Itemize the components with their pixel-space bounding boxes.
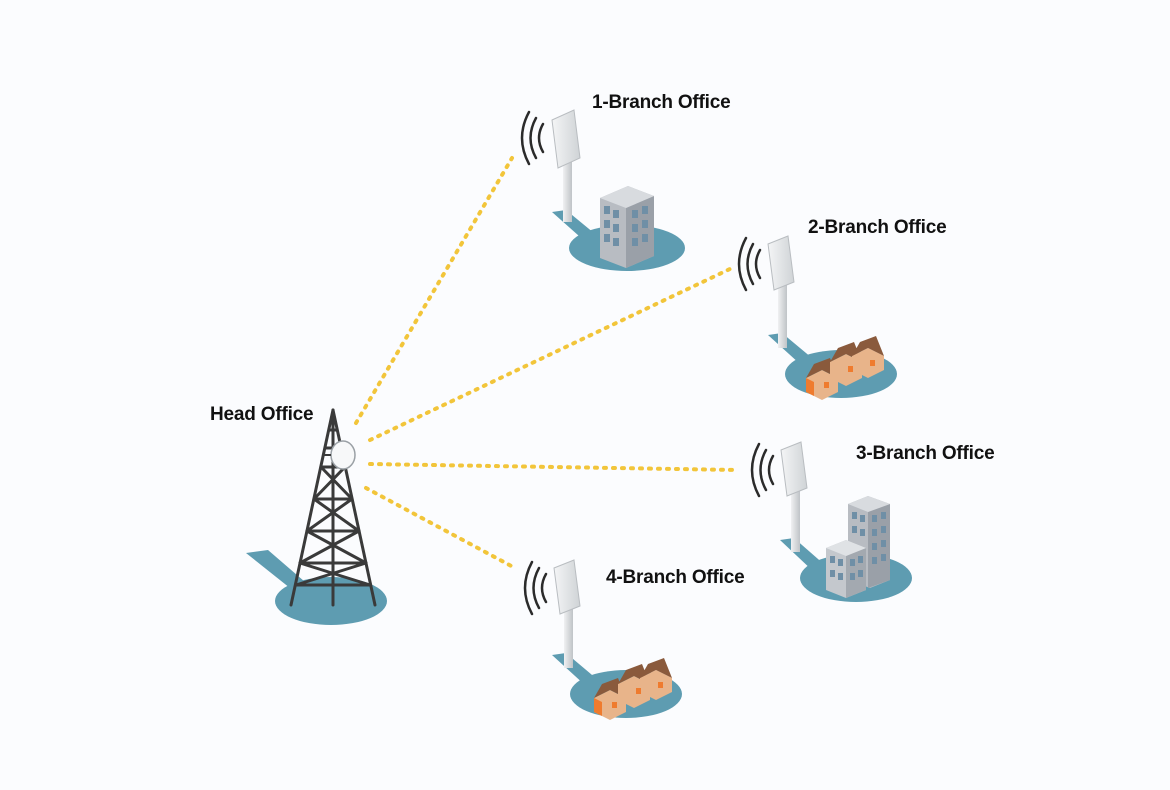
ground-disc — [275, 577, 387, 625]
branch-office-2-site — [737, 235, 897, 400]
head-office-label: Head Office — [210, 404, 314, 425]
panel-antenna-icon — [553, 559, 581, 615]
branch-office-4-site — [523, 559, 682, 720]
link-branch-1 — [354, 156, 514, 425]
office-buildings-icon — [826, 496, 890, 598]
dish-antenna-icon — [322, 440, 356, 470]
head-office-site — [246, 408, 387, 625]
panel-antenna-icon — [780, 441, 808, 497]
wifi-signal-icon — [520, 110, 545, 166]
link-branch-4 — [364, 486, 517, 570]
branch-office-3-label: 3-Branch Office — [856, 443, 995, 464]
wifi-signal-icon — [737, 236, 762, 292]
branch-office-3-site — [750, 441, 912, 602]
panel-antenna-icon — [551, 109, 581, 169]
houses-icon — [594, 658, 672, 720]
mast — [563, 158, 572, 222]
branch-office-2-label: 2-Branch Office — [808, 217, 947, 238]
mast — [564, 606, 573, 668]
branch-office-4-label: 4-Branch Office — [606, 567, 745, 588]
office-building-icon — [600, 186, 654, 268]
panel-antenna-icon — [767, 235, 795, 291]
wireless-links — [354, 156, 740, 570]
link-branch-3 — [368, 462, 740, 472]
link-branch-2 — [368, 266, 734, 442]
mast — [778, 282, 787, 348]
houses-icon — [806, 336, 884, 400]
radio-tower-icon — [289, 408, 377, 607]
mast — [791, 488, 800, 552]
branch-office-1-site — [520, 109, 685, 271]
wifi-signal-icon — [750, 442, 775, 498]
wifi-signal-icon — [523, 560, 548, 616]
branch-office-1-label: 1-Branch Office — [592, 92, 731, 113]
